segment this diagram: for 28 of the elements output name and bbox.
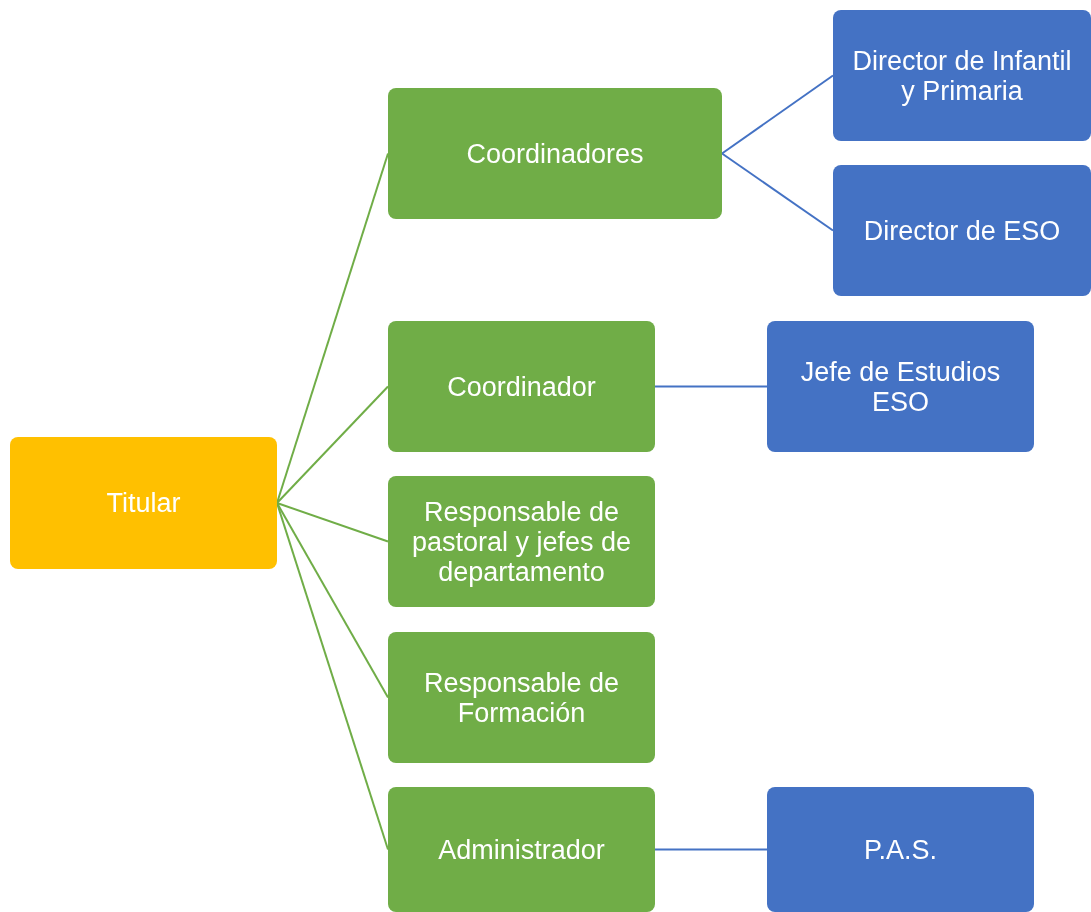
- sub-role-box: [833, 10, 1091, 141]
- node-label: Coordinadores: [466, 138, 644, 169]
- node-label: Coordinador: [447, 371, 596, 402]
- role-box: [388, 632, 655, 763]
- node-label: Director de ESO: [863, 215, 1061, 246]
- connector-line: [721, 74, 834, 155]
- connector-line: [276, 152, 389, 504]
- node-label: Responsable de Formación: [422, 667, 621, 728]
- connector-line: [276, 502, 389, 543]
- connector-line: [721, 152, 834, 232]
- node-label: Responsable de pastoral y jefes de departamento: [410, 496, 633, 587]
- sub-role-box: [833, 165, 1091, 296]
- sub-role-box: [767, 321, 1034, 452]
- node-label: Director de Infantil y Primaria: [851, 45, 1073, 106]
- connector-line: [276, 502, 389, 699]
- connector-line: [654, 848, 768, 851]
- root-box: [10, 437, 277, 569]
- role-box: [388, 476, 655, 607]
- node-label: P.A.S.: [863, 834, 938, 865]
- role-box: [388, 88, 722, 219]
- connector-line: [276, 385, 389, 504]
- connector-line: [654, 385, 768, 388]
- sub-role-box: [767, 787, 1034, 912]
- node-label: Administrador: [438, 834, 605, 865]
- node-label: Jefe de Estudios ESO: [799, 356, 1002, 417]
- role-box: [388, 787, 655, 912]
- node-label: Titular: [106, 488, 181, 518]
- role-box: [388, 321, 655, 452]
